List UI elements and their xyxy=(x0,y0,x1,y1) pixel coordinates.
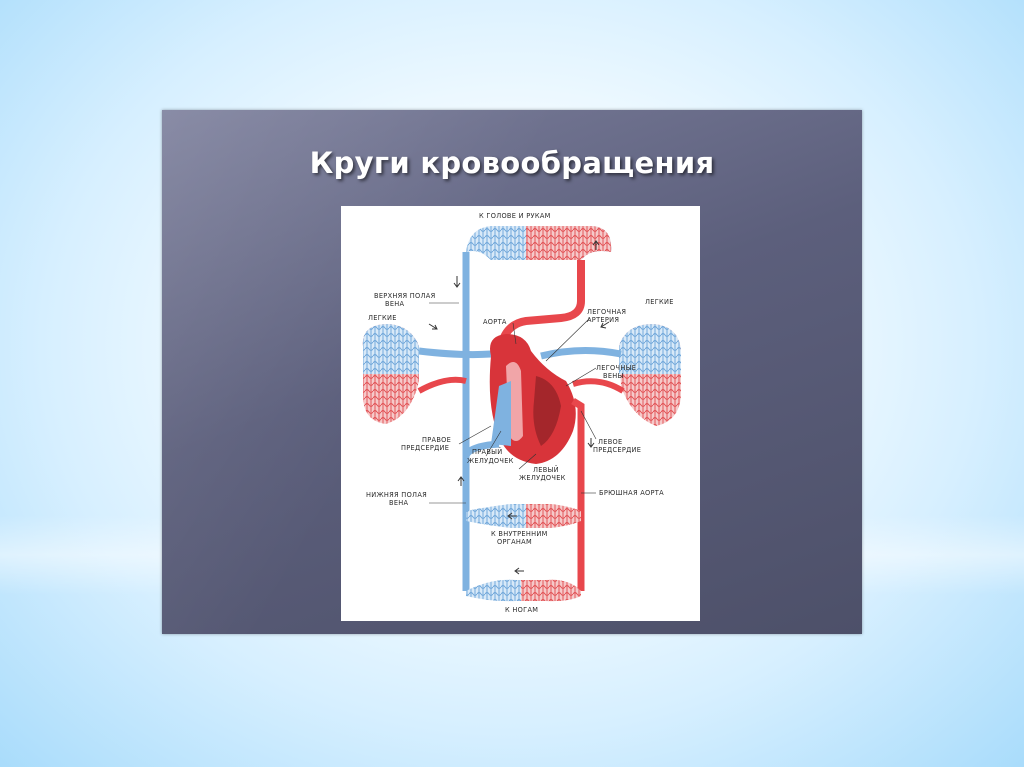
vena-cava-junction xyxy=(462,440,500,458)
circulation-diagram: К ГОЛОВЕ И РУКАМ ВЕРХНЯЯ ПОЛАЯ ВЕНА ЛЕГК… xyxy=(341,206,700,621)
slide-title: Круги кровообращения xyxy=(309,146,715,180)
label-pulmonary-veins-1: ЛЕГОЧНЫЕ xyxy=(596,364,636,372)
label-right-atrium-1: ПРАВОЕ xyxy=(422,436,451,444)
capillaries-legs xyxy=(466,579,581,602)
label-legs: К НОГАМ xyxy=(505,606,538,614)
label-superior-vena-cava-2: ВЕНА xyxy=(385,300,405,308)
label-head-arms: К ГОЛОВЕ И РУКАМ xyxy=(479,212,551,220)
label-superior-vena-cava-1: ВЕРХНЯЯ ПОЛАЯ xyxy=(374,292,436,300)
label-pulmonary-artery-1: ЛЕГОЧНАЯ xyxy=(587,308,626,316)
label-inferior-vena-cava-2: ВЕНА xyxy=(389,499,409,507)
label-lungs-left: ЛЕГКИЕ xyxy=(368,314,397,322)
lung-left xyxy=(362,324,419,424)
label-aorta: АОРТА xyxy=(483,318,507,326)
label-left-ventricle-1: ЛЕВЫЙ xyxy=(533,465,559,474)
label-left-atrium-2: ПРЕДСЕРДИЕ xyxy=(593,446,641,454)
circulation-diagram-svg: К ГОЛОВЕ И РУКАМ ВЕРХНЯЯ ПОЛАЯ ВЕНА ЛЕГК… xyxy=(362,212,681,614)
pulmonary-artery-right-vessel xyxy=(540,346,622,360)
label-right-ventricle-2: ЖЕЛУДОЧЕК xyxy=(467,457,514,465)
heart xyxy=(489,334,576,464)
label-right-ventricle-1: ПРАВЫЙ xyxy=(472,447,503,456)
flow-arrows xyxy=(428,240,610,575)
label-internal-organs-1: К ВНУТРЕННИМ xyxy=(491,530,548,538)
pulmonary-vein-left-vessel xyxy=(417,376,467,394)
capillaries-internal-organs xyxy=(466,504,581,528)
aortic-arch-vessel xyxy=(497,260,585,348)
pulmonary-vein-right-vessel xyxy=(572,378,625,394)
label-pulmonary-veins-2: ВЕНЫ xyxy=(603,372,624,380)
label-internal-organs-2: ОРГАНАМ xyxy=(497,538,532,546)
capillaries-head-arms xyxy=(466,226,612,260)
label-right-atrium-2: ПРЕДСЕРДИЕ xyxy=(401,444,449,452)
leader-lines xyxy=(429,302,597,504)
label-lungs-right: ЛЕГКИЕ xyxy=(645,298,674,306)
label-abdominal-aorta: БРЮШНАЯ АОРТА xyxy=(599,489,664,497)
descending-aorta-vessel xyxy=(571,398,585,506)
lung-right xyxy=(619,324,681,426)
label-inferior-vena-cava-1: НИЖНЯЯ ПОЛАЯ xyxy=(366,491,427,499)
label-left-atrium-1: ЛЕВОЕ xyxy=(598,438,623,446)
label-pulmonary-artery-2: АРТЕРИЯ xyxy=(587,316,619,324)
label-left-ventricle-2: ЖЕЛУДОЧЕК xyxy=(519,474,566,482)
pulmonary-artery-left-vessel xyxy=(418,347,492,359)
